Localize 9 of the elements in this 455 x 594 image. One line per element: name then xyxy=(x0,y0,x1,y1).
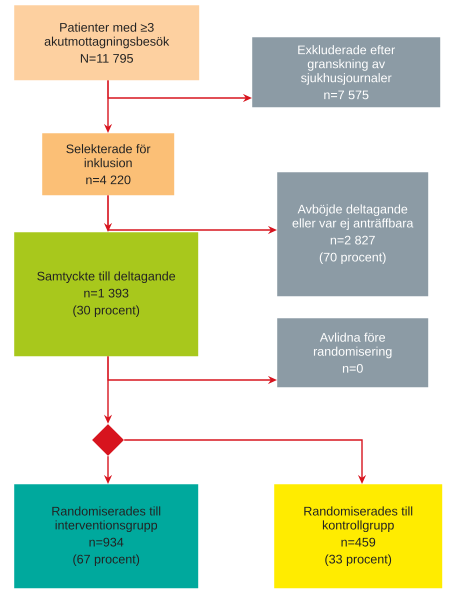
process-box: Samtyckte till deltagande n=1 393 (30 procent) xyxy=(14,232,198,356)
exclusion-box: Exkluderade efter granskning av sjukhusjournaler n=7 575 xyxy=(252,37,440,108)
process-box: Selekterade för inklusion n=4 220 xyxy=(42,133,174,196)
process-box: Patienter med ≥3 akutmottagningsbesök N=11 795 xyxy=(14,5,200,80)
decision-diamond xyxy=(92,424,124,456)
exclusion-box: Avlidna före randomisering n=0 xyxy=(277,318,428,388)
process-box: Randomiserades till interventionsgrupp n=934 (67 procent) xyxy=(14,484,198,588)
exclusion-box: Avböjde deltagande eller var ej anträffbara n=2 827 (70 procent) xyxy=(277,172,428,296)
process-box: Randomiserades till kontrollgrupp n=459 (33 procent) xyxy=(274,484,442,588)
